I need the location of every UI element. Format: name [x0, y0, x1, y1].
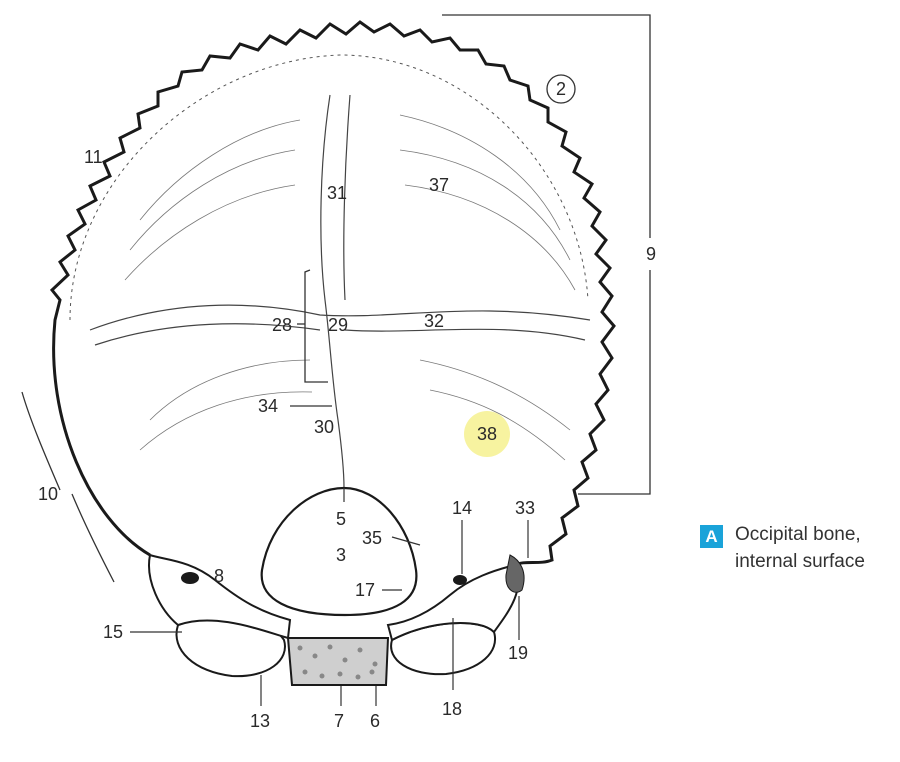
fossa-hatching: [124, 114, 576, 461]
bracket-9: [442, 14, 651, 495]
label-32: 32: [424, 311, 444, 331]
label-10: 10: [38, 484, 58, 504]
caption-line-1: Occipital bone,: [735, 524, 861, 545]
label-8: 8: [214, 566, 224, 586]
bracket-28: [297, 269, 328, 383]
label-2: 2: [556, 79, 566, 99]
label-5: 5: [336, 509, 346, 529]
circled-label-ring: [546, 74, 576, 104]
foramen-magnum: [260, 486, 418, 617]
label-19: 19: [508, 643, 528, 663]
label-18: 18: [442, 699, 462, 719]
label-30: 30: [314, 417, 334, 437]
leader-lines: [130, 405, 529, 706]
label-11: 11: [84, 147, 103, 167]
caption-line-2: internal surface: [735, 551, 865, 572]
label-33: 33: [515, 498, 535, 518]
highlight-circle: [464, 411, 510, 457]
label-6: 6: [370, 711, 380, 731]
label-9: 9: [646, 244, 656, 264]
label-7: 7: [334, 711, 344, 731]
bracket-10: [21, 391, 115, 583]
basilar-part: [286, 637, 390, 686]
left-hypoglossal-canal: [181, 572, 199, 584]
label-14: 14: [452, 498, 472, 518]
jugular-process: [505, 554, 525, 593]
label-28: 28: [272, 315, 292, 335]
label-3: 3: [336, 545, 346, 565]
label-34: 34: [258, 396, 278, 416]
figure-badge: A: [700, 525, 723, 548]
basilar-texture: [297, 644, 378, 680]
bone-outline: [49, 20, 616, 567]
cruciform-eminence: [89, 94, 591, 489]
label-13: 13: [250, 711, 270, 731]
label-15: 15: [103, 622, 123, 642]
label-38: 38: [477, 424, 497, 444]
label-17: 17: [355, 580, 375, 600]
right-lateral-part: [386, 563, 520, 642]
squama-inner-edge: [69, 54, 589, 321]
label-29: 29: [328, 315, 348, 335]
label-37: 37: [429, 175, 449, 195]
label-31: 31: [327, 183, 347, 203]
right-condylar-canal: [453, 575, 467, 585]
label-35: 35: [362, 528, 382, 548]
